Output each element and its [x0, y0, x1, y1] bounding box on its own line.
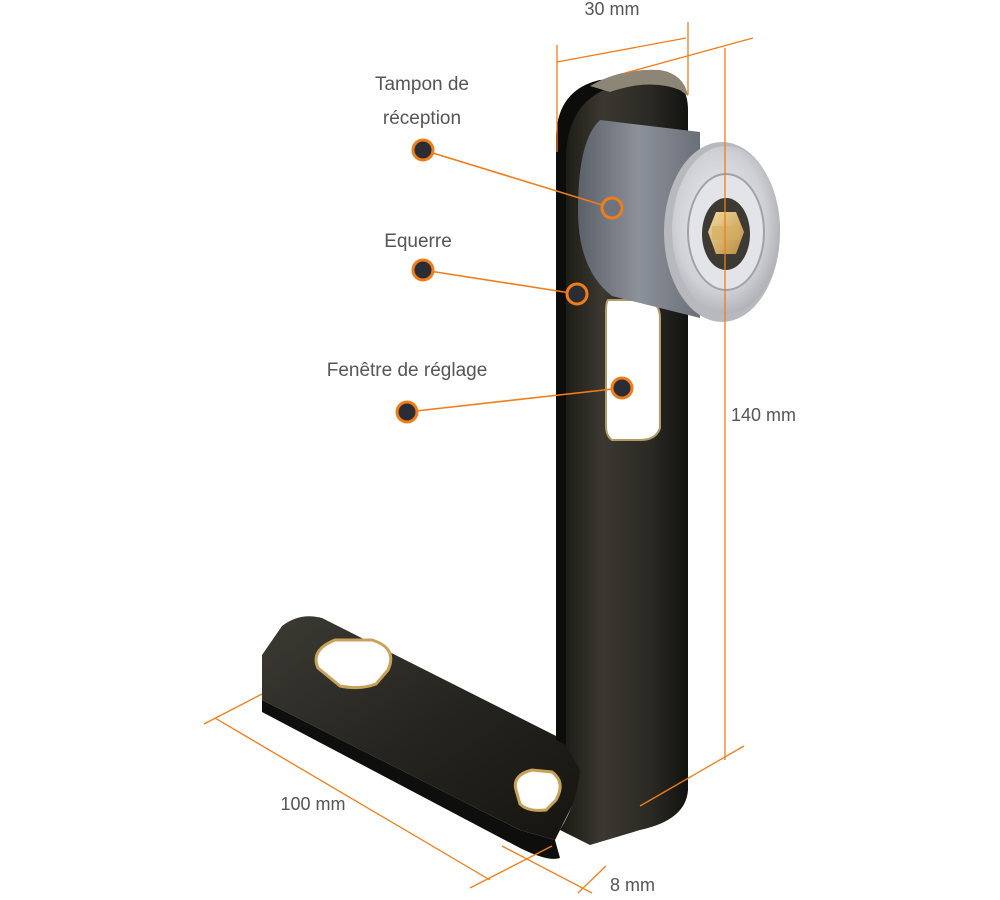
label-pad-line2: réception [383, 108, 461, 129]
receiving-pad-illustration [578, 120, 780, 322]
dim-8-line [501, 845, 593, 894]
foot-slot-1 [314, 638, 393, 690]
adjustment-window-shape [605, 299, 661, 441]
callout-lines [406, 149, 623, 413]
dimension-lines [203, 22, 754, 894]
bracket-upright-edge [556, 80, 612, 745]
bracket-dot-outer [411, 258, 435, 282]
dim-label-length: 100 mm [280, 794, 345, 814]
dim-label-thickness: 8 mm [610, 875, 655, 895]
window-dot-outer [395, 400, 419, 424]
bracket-illustration [262, 69, 688, 859]
label-pad-line1: Tampon de [375, 74, 469, 95]
bracket-dot-inner [565, 282, 589, 306]
bracket-foot-edge [262, 683, 560, 859]
callout-dots [395, 138, 634, 424]
pad-dot-outer [411, 138, 435, 162]
label-window: Fenêtre de réglage [327, 360, 488, 381]
label-bracket: Equerre [384, 231, 452, 252]
window-dot-inner [610, 376, 634, 400]
dim-30-line [556, 37, 687, 63]
dim-label-width: 30 mm [584, 0, 639, 19]
foot-slot-2 [513, 768, 562, 812]
dim-label-height: 140 mm [731, 405, 796, 425]
bracket-top-highlight [590, 69, 688, 96]
pad-dot-inner [600, 196, 624, 220]
dim-100-line [214, 717, 491, 881]
